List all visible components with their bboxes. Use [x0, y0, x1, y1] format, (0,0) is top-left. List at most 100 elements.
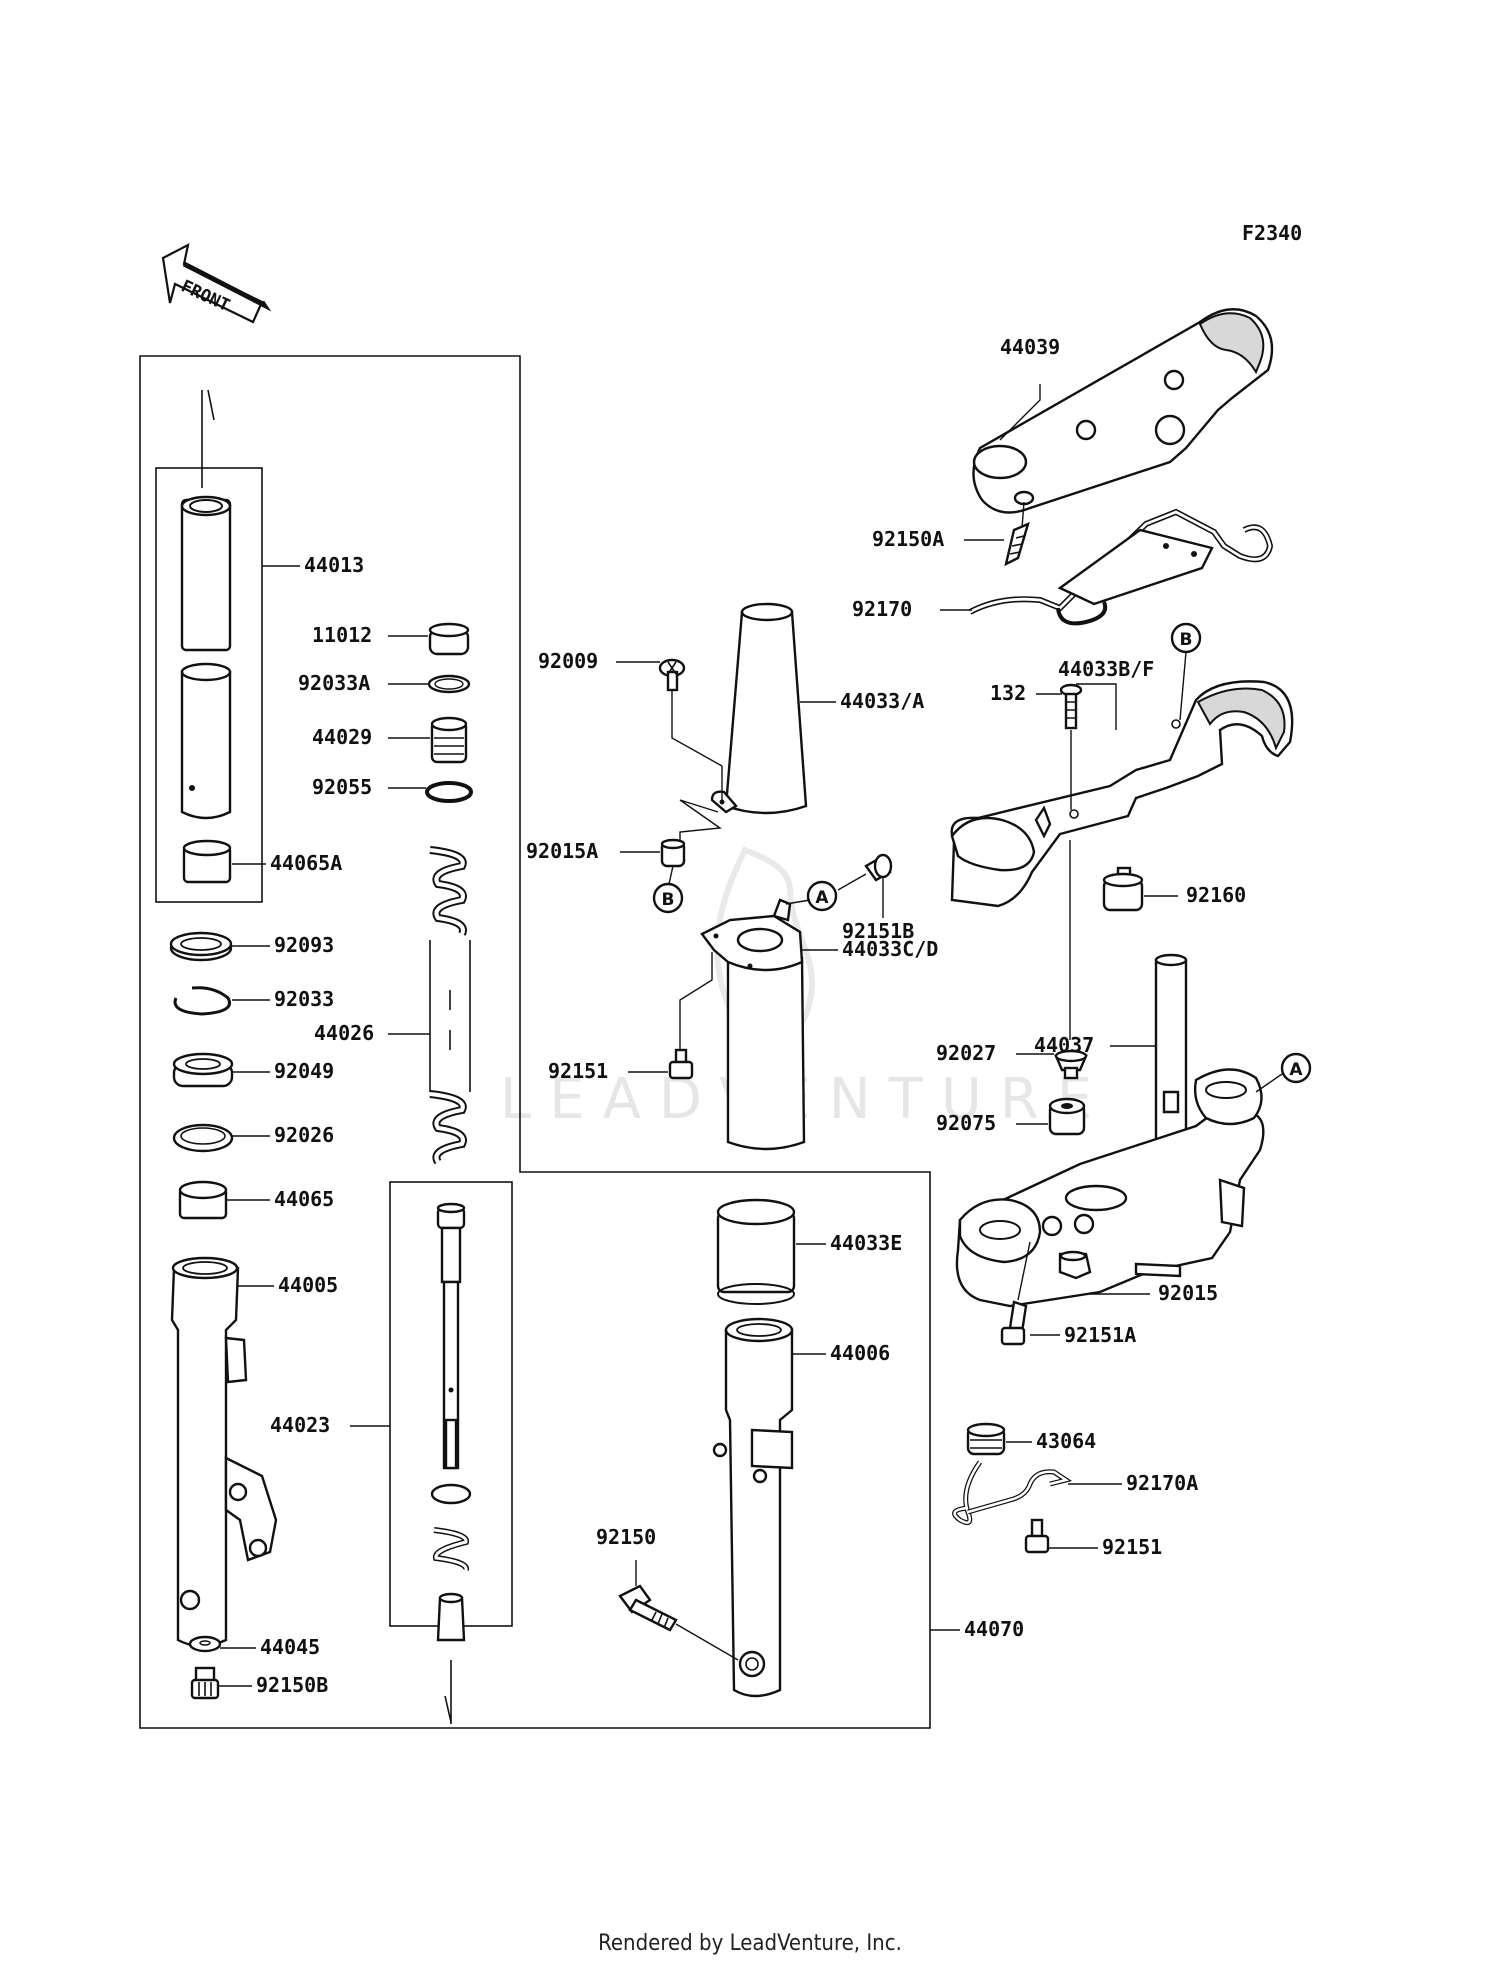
callout-11012: 11012	[312, 623, 372, 647]
front-direction-arrow: FRONT	[161, 242, 272, 324]
part-44029-adjuster	[430, 716, 468, 764]
part-92150-bolt	[618, 1560, 739, 1661]
callout-92150A: 92150A	[872, 527, 944, 551]
callout-92026: 92026	[274, 1123, 334, 1147]
callout-92093: 92093	[274, 933, 334, 957]
callout-92049: 92049	[274, 1059, 334, 1083]
part-44026-spring	[429, 846, 471, 1165]
part-92151A-bolt	[1000, 1241, 1031, 1346]
ref-a-mid-label: A	[815, 888, 829, 908]
footer-credit: Rendered by LeadVenture, Inc.	[598, 1931, 902, 1956]
ref-b-right: B	[1170, 622, 1202, 654]
part-132-bolt	[1059, 683, 1083, 810]
callout-92033: 92033	[274, 987, 334, 1011]
callout-132: 132	[990, 681, 1026, 705]
part-44037-stem-lower-bracket	[955, 840, 1265, 1308]
leader-ref-a-mid	[785, 899, 811, 905]
callout-44039: 44039	[1000, 335, 1060, 359]
part-92026-washer	[172, 1123, 234, 1153]
part-92093-seal	[169, 931, 233, 962]
part-92151-bolt-mid	[668, 1048, 694, 1080]
callout-92027: 92027	[936, 1041, 996, 1065]
callout-92151A: 92151A	[1064, 1323, 1136, 1347]
part-92055-o-ring	[425, 781, 473, 803]
ref-a-mid: A	[806, 880, 838, 912]
callout-92151-mid: 92151	[548, 1059, 608, 1083]
leader-ref-a-right	[1255, 1073, 1283, 1093]
callout-44023: 44023	[270, 1413, 330, 1437]
part-44045-washer	[188, 1635, 222, 1653]
callout-44037: 44037	[1034, 1033, 1094, 1057]
part-92033A-ring	[427, 674, 471, 694]
part-92027-nut	[1054, 1049, 1088, 1080]
ref-b-mid-label: B	[662, 890, 675, 910]
part-92151-bolt-right	[1024, 1518, 1050, 1554]
callout-labels: 44039 92150A 92170 44033B/F 132 92160 44…	[256, 335, 1246, 1697]
callout-92055: 92055	[312, 775, 372, 799]
leader-lines	[218, 384, 1178, 1687]
part-92151B-bolt	[837, 853, 893, 891]
callout-92170A: 92170A	[1126, 1471, 1198, 1495]
part-92150B-bolt	[190, 1666, 220, 1700]
callout-44013: 44013	[304, 553, 364, 577]
callout-92009: 92009	[538, 649, 598, 673]
ref-a-right-label: A	[1289, 1060, 1303, 1080]
callout-92015A: 92015A	[526, 839, 598, 863]
part-44005-outer-tube	[170, 1256, 278, 1648]
part-92033-circlip	[173, 986, 231, 1016]
part-92015A-nut	[660, 838, 686, 868]
callout-44033E: 44033E	[830, 1231, 902, 1255]
callout-44045: 44045	[260, 1635, 320, 1659]
callout-92033A: 92033A	[298, 671, 370, 695]
callout-92075: 92075	[936, 1111, 996, 1135]
callout-44005: 44005	[278, 1273, 338, 1297]
part-44006-outer-tube	[712, 1317, 794, 1698]
callout-44070: 44070	[964, 1617, 1024, 1641]
callout-44065: 44065	[274, 1187, 334, 1211]
part-92015-nut	[1058, 1250, 1092, 1280]
callout-44033CD: 44033C/D	[842, 937, 938, 961]
ref-a-right: A	[1280, 1052, 1312, 1084]
fork-assembly-outline	[139, 355, 931, 1729]
callout-92151-right: 92151	[1102, 1535, 1162, 1559]
callout-92160: 92160	[1186, 883, 1246, 907]
leader-44033a-zigzag	[679, 799, 722, 860]
callout-92150: 92150	[596, 1525, 656, 1549]
part-92150A-bolt	[1004, 490, 1035, 567]
callout-44033A: 44033/A	[840, 689, 924, 713]
figure-code: F2340	[1242, 221, 1302, 245]
callout-92151B: 92151B	[842, 919, 914, 943]
leader-92015a-b	[668, 865, 674, 885]
callout-44065A: 44065A	[270, 851, 342, 875]
part-44023-damper-rod	[430, 1202, 472, 1724]
part-92049-oil-seal	[172, 1052, 234, 1088]
part-92075-seal	[1048, 1097, 1086, 1136]
part-92170-clamp	[968, 508, 1274, 626]
callout-92015: 92015	[1158, 1281, 1218, 1305]
leader-92151	[679, 952, 713, 1050]
callout-92150B: 92150B	[256, 1673, 328, 1697]
part-11012-cap	[428, 622, 470, 656]
callout-92170: 92170	[852, 597, 912, 621]
callout-44033BF: 44033B/F	[1058, 657, 1154, 681]
ref-b-mid: B	[652, 882, 684, 914]
part-44033BF-bracket-cover	[950, 680, 1294, 908]
leader-ref-b-right	[1179, 651, 1187, 721]
part-44013-fork-tube	[180, 389, 232, 820]
part-44033-A-upper-cover	[710, 602, 808, 815]
part-44039-upper-bracket	[972, 308, 1274, 514]
part-43064-grommet	[966, 1422, 1006, 1456]
part-92170A-clamp	[952, 1460, 1073, 1526]
part-44033CD-lower-cover	[700, 898, 806, 1151]
leader-92009	[671, 690, 723, 800]
callout-44026: 44026	[314, 1021, 374, 1045]
part-44065A-bushing	[182, 839, 232, 884]
part-44065-bushing	[178, 1180, 228, 1220]
part-44033E-collar	[716, 1198, 796, 1305]
callout-44006: 44006	[830, 1341, 890, 1365]
part-92009-screw	[658, 658, 686, 692]
callout-43064: 43064	[1036, 1429, 1096, 1453]
callout-44029: 44029	[312, 725, 372, 749]
